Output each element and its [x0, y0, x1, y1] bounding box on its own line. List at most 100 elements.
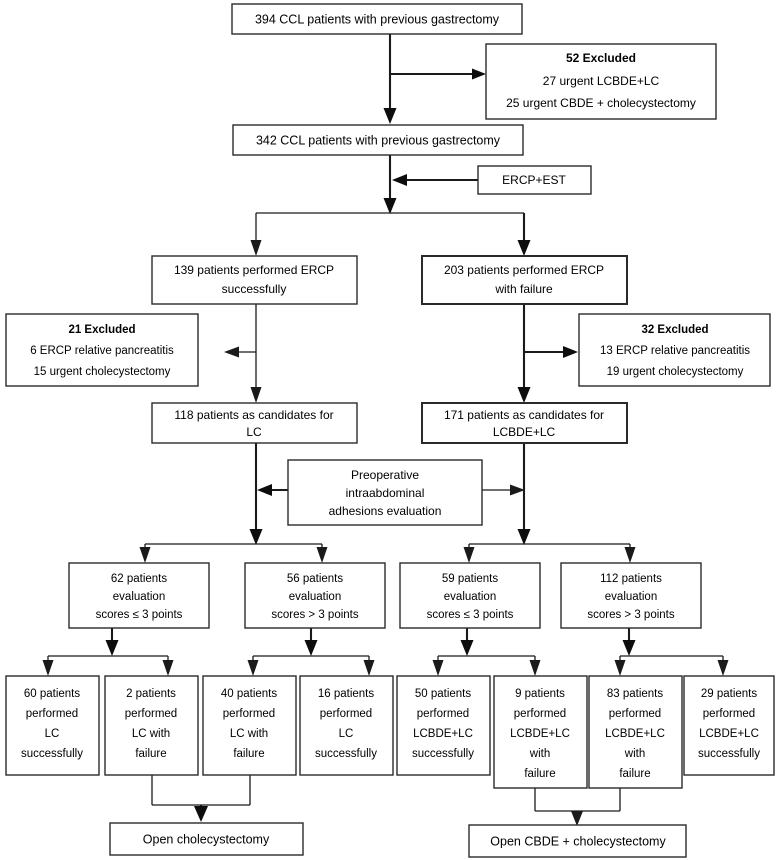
arrowhead-171-down [517, 529, 531, 545]
arrowhead-open-cbde [571, 811, 583, 826]
node-eval-56-line2: evaluation [289, 591, 341, 603]
node-ercp-successful[interactable]: 139 patients performed ERCP successfully [151, 255, 358, 305]
arrowhead-62-down [105, 640, 119, 656]
node-ercp-successful-line2: successfully [222, 282, 287, 296]
node-ercp-failed[interactable]: 203 patients performed ERCP with failure [421, 255, 628, 305]
node-out-83-line5: failure [619, 768, 650, 780]
node-candidates-lc[interactable]: 118 patients as candidates for LC [151, 402, 358, 444]
node-out-2-line1: 2 patients [126, 688, 176, 700]
node-out-50-line2: performed [417, 708, 469, 720]
node-excluded-initial-line3: 25 urgent CBDE + cholecystectomy [506, 96, 696, 110]
arrowhead-preop-left [257, 484, 272, 496]
node-candidates-lc-line2: LC [246, 425, 262, 439]
node-out-40-line1: 40 patients [221, 688, 278, 700]
node-open-cbde-line1: Open CBDE + cholecystectomy [490, 834, 666, 848]
node-out-2-line4: failure [135, 748, 166, 760]
node-excluded-initial[interactable]: 52 Excluded 27 urgent LCBDE+LC 25 urgent… [485, 43, 717, 120]
arrowhead-118-down [249, 529, 263, 545]
node-candidates-lcbde-line2: LCBDE+LC [493, 425, 556, 439]
node-preop-line3: adhesions evaluation [329, 504, 442, 518]
arrowhead-112-down [622, 640, 636, 656]
arrowhead-out-29 [717, 660, 729, 676]
node-eval-112-line1: 112 patients [600, 573, 662, 585]
node-out-16-line3: LC [339, 728, 354, 740]
arrowhead-eval-62 [139, 547, 151, 563]
node-out-29-line2: performed [703, 708, 755, 720]
arrowhead-out-2 [162, 660, 174, 676]
arrowhead-out-40 [247, 660, 259, 676]
node-out-29-line3: LCBDE+LC [699, 728, 759, 740]
node-preop-line2: intraabdominal [346, 486, 425, 500]
node-outcome-50[interactable]: 50 patients performed LCBDE+LC successfu… [396, 675, 491, 776]
node-eval-62[interactable]: 62 patients evaluation scores ≤ 3 points [68, 562, 210, 629]
node-eval-59[interactable]: 59 patients evaluation scores ≤ 3 points [399, 562, 541, 629]
node-eval-56[interactable]: 56 patients evaluation scores > 3 points [244, 562, 386, 629]
node-total-patients-line1: 394 CCL patients with previous gastrecto… [255, 12, 500, 26]
arrowhead-56-down [304, 640, 318, 656]
node-excluded-after-ercp-success[interactable]: 21 Excluded 6 ERCP relative pancreatitis… [5, 313, 199, 387]
node-excluded-right-line2: 13 ERCP relative pancreatitis [600, 345, 750, 357]
arrowhead-out-50 [432, 660, 444, 676]
node-out-2-line2: performed [125, 708, 177, 720]
arrowhead-to-excluded-top [472, 68, 486, 80]
node-outcome-29[interactable]: 29 patients performed LCBDE+LC successfu… [683, 675, 775, 776]
node-out-9-line2: performed [514, 708, 566, 720]
node-preop-evaluation[interactable]: Preoperative intraabdominal adhesions ev… [287, 459, 483, 526]
node-excluded-after-ercp-failure[interactable]: 32 Excluded 13 ERCP relative pancreatiti… [578, 313, 771, 387]
node-after-initial-exclusion-line1: 342 CCL patients with previous gastrecto… [256, 133, 501, 147]
node-excluded-right-line3: 19 urgent cholecystectomy [607, 366, 744, 378]
node-out-16-line1: 16 patients [318, 688, 375, 700]
node-excluded-left-line2: 6 ERCP relative pancreatitis [30, 345, 174, 357]
node-ercp-failed-line1: 203 patients performed ERCP [444, 263, 604, 277]
node-eval-59-line1: 59 patients [442, 573, 499, 585]
node-outcome-9[interactable]: 9 patients performed LCBDE+LC with failu… [493, 675, 588, 789]
node-ercp-failed-line2: with failure [494, 282, 553, 296]
node-open-cbde-cholecystectomy[interactable]: Open CBDE + cholecystectomy [468, 824, 687, 858]
node-out-83-line4: with [624, 748, 645, 760]
arrowhead-preop-right [510, 484, 525, 496]
node-eval-112[interactable]: 112 patients evaluation scores > 3 point… [560, 562, 702, 629]
node-eval-112-line2: evaluation [605, 591, 657, 603]
connectors [42, 33, 729, 826]
node-outcome-60[interactable]: 60 patients performed LC successfully [5, 675, 100, 776]
node-excluded-right-line1: 32 Excluded [641, 324, 708, 336]
node-outcome-2[interactable]: 2 patients performed LC with failure [104, 675, 199, 776]
node-out-50-line1: 50 patients [415, 688, 472, 700]
arrowhead-out-16 [363, 660, 375, 676]
node-outcome-83[interactable]: 83 patients performed LCBDE+LC with fail… [588, 675, 683, 789]
arrowhead-excluded-left [224, 346, 239, 358]
node-out-29-line1: 29 patients [701, 688, 758, 700]
node-out-83-line1: 83 patients [607, 688, 664, 700]
node-candidates-lcbde-lc[interactable]: 171 patients as candidates for LCBDE+LC [421, 402, 628, 444]
node-out-29-line4: successfully [698, 748, 760, 760]
node-eval-112-line3: scores > 3 points [587, 609, 675, 621]
node-total-patients[interactable]: 394 CCL patients with previous gastrecto… [231, 3, 523, 35]
node-after-initial-exclusion[interactable]: 342 CCL patients with previous gastrecto… [232, 124, 524, 156]
node-eval-56-line1: 56 patients [287, 573, 344, 585]
arrowhead-to-second [383, 108, 397, 124]
arrowhead-eval-56 [316, 547, 328, 563]
arrowhead-to-171 [517, 387, 531, 403]
node-out-40-line2: performed [223, 708, 275, 720]
arrowhead-excluded-right [563, 346, 578, 358]
node-outcome-40[interactable]: 40 patients performed LC with failure [202, 675, 297, 776]
node-out-83-line2: performed [609, 708, 661, 720]
arrowhead-ercp-success [250, 240, 262, 256]
arrowhead-eval-112 [624, 547, 636, 563]
node-eval-59-line2: evaluation [444, 591, 496, 603]
node-out-9-line1: 9 patients [515, 688, 565, 700]
node-eval-62-line2: evaluation [113, 591, 165, 603]
node-ercp-est[interactable]: ERCP+EST [477, 165, 592, 195]
node-out-60-line2: performed [26, 708, 78, 720]
node-out-40-line3: LC with [230, 728, 268, 740]
node-open-chole-line1: Open cholecystectomy [143, 832, 270, 846]
node-out-9-line5: failure [524, 768, 555, 780]
node-out-83-line3: LCBDE+LC [605, 728, 665, 740]
node-outcome-16[interactable]: 16 patients performed LC successfully [299, 675, 394, 776]
node-excluded-initial-line1: 52 Excluded [566, 51, 636, 65]
arrowhead-ercpest [392, 174, 407, 186]
node-out-40-line4: failure [233, 748, 264, 760]
node-open-cholecystectomy[interactable]: Open cholecystectomy [109, 822, 304, 856]
